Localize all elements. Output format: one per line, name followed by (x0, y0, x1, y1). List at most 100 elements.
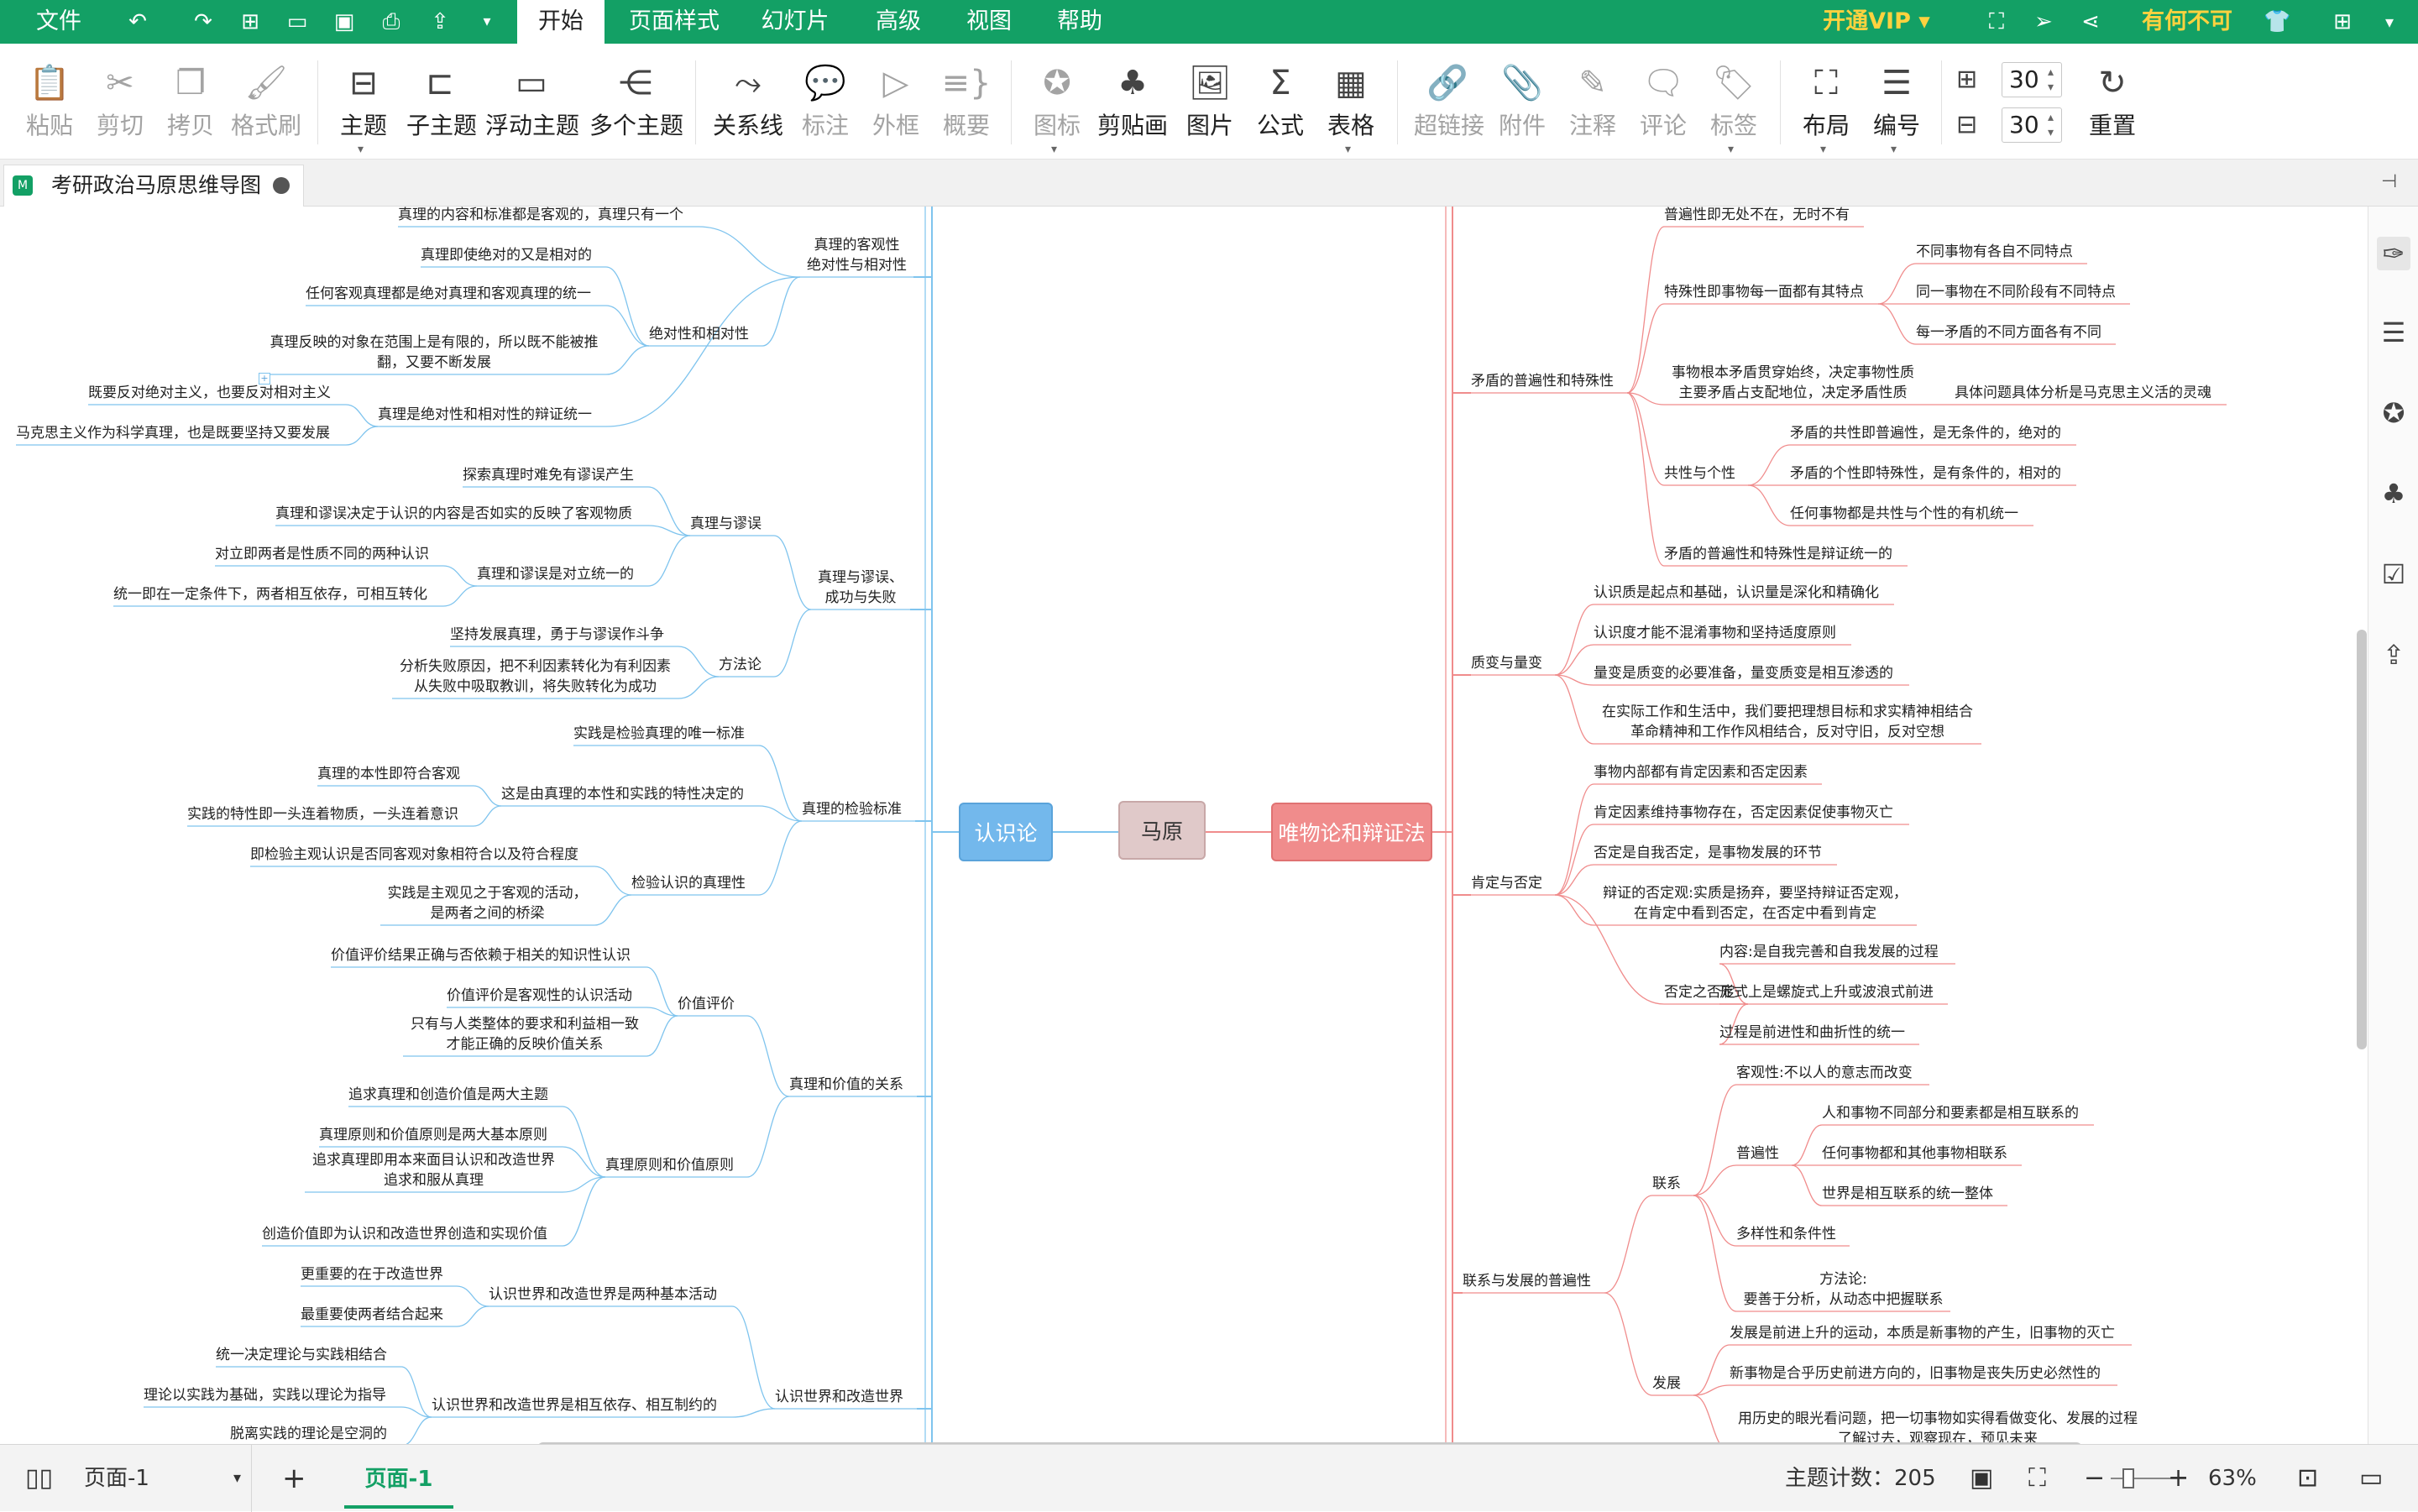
left-topic-node[interactable]: 脱离实践的理论是空洞的 (230, 1426, 387, 1442)
left-topic-node[interactable]: 认识世界和改造世界 (775, 1389, 903, 1405)
user-menu[interactable]: 有何不可 ▾ (2133, 0, 2242, 78)
right-topic-node[interactable]: 客观性:不以人的意志而改变 (1736, 1065, 1913, 1081)
right-topic-node[interactable]: 事物根本矛盾贯穿始终，决定事物性质 主要矛盾占支配地位，决定矛盾性质 (1672, 364, 1914, 401)
left-topic-node[interactable]: 坚持发展真理，勇于与谬误作斗争 (450, 626, 664, 643)
new-file-icon[interactable]: ⊞ (241, 9, 259, 34)
right-topic-node[interactable]: 人和事物不同部分和要素都是相互联系的 (1822, 1105, 2079, 1122)
left-topic-node[interactable]: 认识世界和改造世界是相互依存、相互制约的 (432, 1397, 717, 1414)
tab-help[interactable]: 帮助 (1057, 8, 1102, 34)
vertical-scrollbar[interactable] (2357, 630, 2367, 1049)
page-selector[interactable]: 页面-1▾ (84, 1445, 252, 1512)
callout-button[interactable]: 💬标注 (796, 59, 855, 151)
note-button[interactable]: ✎注释 (1563, 59, 1622, 151)
numbering-dropdown-icon[interactable]: ▾ (1891, 143, 1897, 156)
fit-page-icon[interactable]: ▣ (1970, 1463, 1994, 1493)
apps-grid-icon[interactable]: ⊞ (2333, 9, 2352, 34)
label-dropdown-icon[interactable]: ▾ (1728, 143, 1735, 156)
export-icon[interactable]: ⇪ (431, 9, 449, 34)
save-icon[interactable]: ▣ (333, 9, 355, 34)
right-topic-node[interactable]: 新事物是合乎历史前进方向的，旧事物是丧失历史必然性的 (1730, 1365, 2101, 1382)
paste-button[interactable]: 📋粘贴 (20, 59, 79, 151)
tab-advanced[interactable]: 高级 (876, 8, 921, 34)
vip-button[interactable]: 开通VIP ▾ (1823, 8, 1930, 34)
task-calendar-icon[interactable]: ☑ (2381, 558, 2406, 590)
left-topic-node[interactable]: 这是由真理的本性和实践的特性决定的 (501, 786, 744, 803)
left-topic-node[interactable]: 追求真理即用本来面目认识和改造世界 追求和服从真理 (312, 1152, 555, 1189)
left-topic-node[interactable]: 绝对性和相对性 (649, 326, 749, 343)
skin-icon[interactable]: 👕 (2264, 9, 2291, 34)
numbering-button[interactable]: ☰编号▾ (1867, 59, 1926, 156)
hyperlink-button[interactable]: 🔗超链接 (1414, 59, 1484, 151)
left-topic-node[interactable]: 真理的客观性 绝对性与相对性 (807, 237, 907, 274)
pin-icon[interactable]: ⊣ (2381, 171, 2398, 192)
tab-start[interactable]: 开始 (517, 0, 604, 44)
left-topic-node[interactable]: 真理是绝对性和相对性的辩证统一 (378, 406, 592, 423)
left-topic-node[interactable]: 实践是检验真理的唯一标准 (573, 725, 745, 742)
open-folder-icon[interactable]: ▭ (286, 9, 308, 34)
copy-button[interactable]: ❐拷贝 (161, 59, 220, 151)
left-topic-node[interactable]: 统一决定理论与实践相结合 (216, 1347, 387, 1363)
left-topic-node[interactable]: 创造价值即为认识和改造世界创造和实现价值 (262, 1226, 547, 1243)
left-topic-node[interactable]: 真理的本性即符合客观 (317, 766, 460, 782)
right-topic-node[interactable]: 辩证的否定观:实质是扬弃，要坚持辩证否定观， 在肯定中看到否定，在否定中看到肯定 (1603, 885, 1908, 922)
right-topic-node[interactable]: 特殊性即事物每一面都有其特点 (1664, 284, 1864, 301)
right-topic-node[interactable]: 不同事物有各自不同特点 (1916, 243, 2073, 260)
clipart-button[interactable]: ♣剪贴画 (1096, 59, 1169, 151)
left-topic-node[interactable]: 价值评价结果正确与否依赖于相关的知识性认识 (331, 947, 631, 964)
left-topic-node[interactable]: 理论以实践为基础，实践以理论为指导 (144, 1387, 386, 1404)
floating-topic-button[interactable]: ▭浮动主题 (485, 59, 579, 151)
label-button[interactable]: 🏷标签▾ (1704, 59, 1763, 156)
relation-line-button[interactable]: ⤳关系线 (712, 59, 784, 151)
tab-slides[interactable]: 幻灯片 (761, 8, 830, 34)
right-topic-node[interactable]: 事物内部都有肯定因素和否定因素 (1594, 764, 1808, 781)
right-topic-node[interactable]: 发展 (1652, 1375, 1681, 1392)
left-topic-node[interactable]: 方法论 (719, 657, 762, 673)
right-topic-node[interactable]: 联系 (1652, 1175, 1681, 1192)
full-screen-icon[interactable]: ⛶ (2028, 1463, 2046, 1493)
right-topic-node[interactable]: 认识度才能不混淆事物和坚持适度原则 (1594, 625, 1836, 641)
tab-view[interactable]: 视图 (966, 8, 1012, 34)
share-icon[interactable]: ⋖ (2081, 9, 2100, 34)
table-button[interactable]: ▦表格▾ (1322, 59, 1380, 156)
subtopic-button[interactable]: ⊏子主题 (406, 59, 477, 151)
left-topic-node[interactable]: 真理原则和价值原则是两大基本原则 (319, 1127, 547, 1143)
vertical-spacing-input[interactable]: 30 (2002, 107, 2062, 143)
left-topic-node[interactable]: 只有与人类整体的要求和利益相一致 才能正确的反映价值关系 (411, 1016, 639, 1053)
icon-dropdown-icon[interactable]: ▾ (1051, 143, 1058, 156)
zoom-slider-track[interactable] (2111, 1478, 2186, 1479)
root-topic[interactable]: 马原 (1118, 801, 1206, 860)
right-topic-node[interactable]: 用历史的眼光看问题，把一切事物如实得看做变化、发展的过程 了解过去，观察现在，预… (1738, 1410, 2138, 1444)
left-topic-node[interactable]: 既要反对绝对主义，也要反对相对主义 (88, 385, 331, 401)
left-topic-node[interactable]: 价值评价 (678, 996, 735, 1012)
document-tab[interactable]: M 考研政治马原思维导图 (3, 165, 304, 207)
right-topic-node[interactable]: 否定之否定 (1664, 984, 1735, 1001)
multiple-topics-button[interactable]: ⋲多个主题 (589, 59, 683, 151)
comment-button[interactable]: 🗨评论 (1634, 59, 1693, 151)
right-topic-node[interactable]: 在实际工作和生活中，我们要把理想目标和求实精神相结合 革命精神和工作作风相结合，… (1602, 704, 1973, 740)
image-button[interactable]: 🖼图片 (1180, 59, 1239, 151)
unsaved-dot-icon[interactable] (273, 177, 290, 194)
fit-window-icon[interactable]: ⊡ (2297, 1463, 2319, 1493)
clipart-panel-icon[interactable]: ♣ (2381, 478, 2406, 510)
left-topic-node[interactable]: 真理的内容和标准都是客观的，真理只有一个 (398, 207, 683, 223)
right-topic-node[interactable]: 过程是前进性和曲折性的统一 (1719, 1024, 1905, 1041)
undo-icon[interactable]: ↶ (128, 9, 147, 34)
left-topic-node[interactable]: 最重要使两者结合起来 (301, 1306, 443, 1323)
right-topic-node[interactable]: 矛盾的共性即普遍性，是无条件的，绝对的 (1790, 425, 2061, 442)
format-painter-button[interactable]: 🖌格式刷 (228, 59, 304, 151)
style-brush-icon[interactable]: ✑ (2377, 237, 2410, 270)
right-topic-node[interactable]: 任何事物都是共性与个性的有机统一 (1790, 505, 2018, 522)
right-topic-node[interactable]: 联系与发展的普遍性 (1463, 1273, 1591, 1290)
left-topic-node[interactable]: 分析失败原因，把不利因素转化为有利因素 从失败中吸取教训，将失败转化为成功 (400, 658, 671, 695)
topic-dropdown-icon[interactable]: ▾ (358, 143, 364, 156)
right-topic-node[interactable]: 形式上是螺旋式上升或波浪式前进 (1719, 984, 1934, 1001)
layout-dropdown-icon[interactable]: ▾ (1820, 143, 1827, 156)
right-topic-node[interactable]: 发展是前进上升的运动，本质是新事物的产生，旧事物的灭亡 (1730, 1325, 2115, 1342)
send-icon[interactable]: ➢ (2034, 9, 2053, 34)
main-topic-materialism-dialectics[interactable]: 唯物论和辩证法 (1271, 803, 1432, 861)
left-topic-node[interactable]: 即检验主观认识是否同客观对象相符合以及符合程度 (250, 846, 578, 863)
right-topic-node[interactable]: 普遍性即无处不在，无时不有 (1664, 207, 1850, 223)
left-topic-node[interactable]: 检验认识的真理性 (631, 875, 746, 892)
left-topic-node[interactable]: 认识世界和改造世界是两种基本活动 (489, 1286, 717, 1303)
